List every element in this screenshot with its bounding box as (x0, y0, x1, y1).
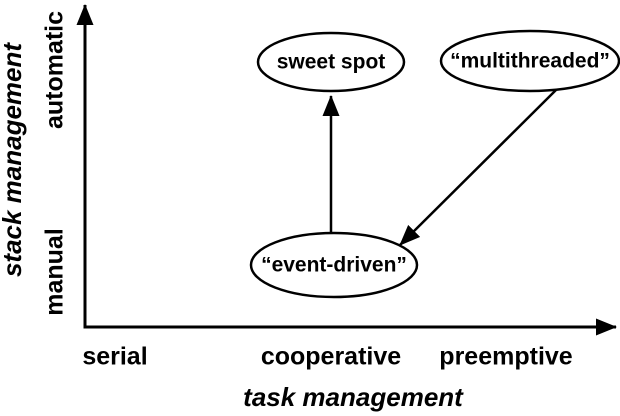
sweet-spot-ellipse (256, 31, 406, 93)
y-tick-automatic: automatic (40, 10, 69, 130)
multithreaded-ellipse (439, 29, 620, 93)
x-axis-title: task management (243, 382, 463, 412)
x-tick-preemptive: preemptive (439, 342, 573, 371)
sweet-spot-label: sweet spot (276, 50, 386, 74)
x-tick-cooperative: cooperative (260, 342, 402, 371)
event-driven-ellipse (249, 231, 419, 299)
x-tick-serial: serial (82, 342, 148, 371)
multithreaded-label: “multithreaded” (450, 49, 610, 73)
arrow-multithreaded-to-event-driven (399, 89, 557, 246)
event-driven-label: “event-driven” (261, 253, 407, 277)
y-axis-title: stack management (0, 42, 27, 278)
y-tick-manual: manual (40, 228, 69, 316)
